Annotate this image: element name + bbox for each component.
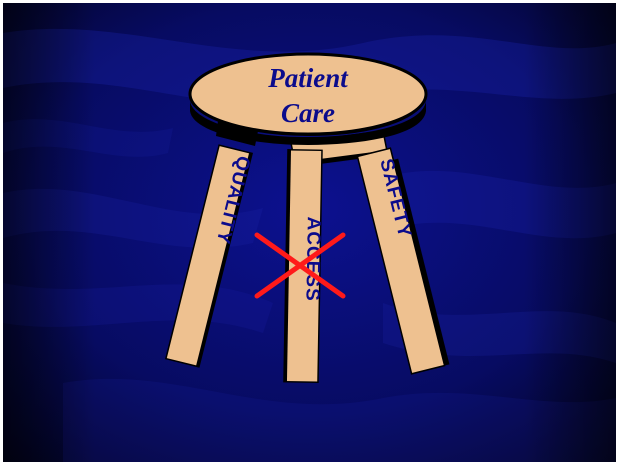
seat-title-line2: Care bbox=[281, 98, 335, 128]
stool-seat: Patient Care bbox=[188, 52, 428, 145]
stool-diagram: QUALITY SAFETY ACCESS Patient Care bbox=[3, 3, 616, 462]
cross-out-mark bbox=[254, 232, 346, 299]
seat-title-line1: Patient bbox=[267, 63, 349, 93]
slide: QUALITY SAFETY ACCESS Patient Care bbox=[3, 3, 616, 462]
leg-safety: SAFETY bbox=[356, 147, 450, 375]
